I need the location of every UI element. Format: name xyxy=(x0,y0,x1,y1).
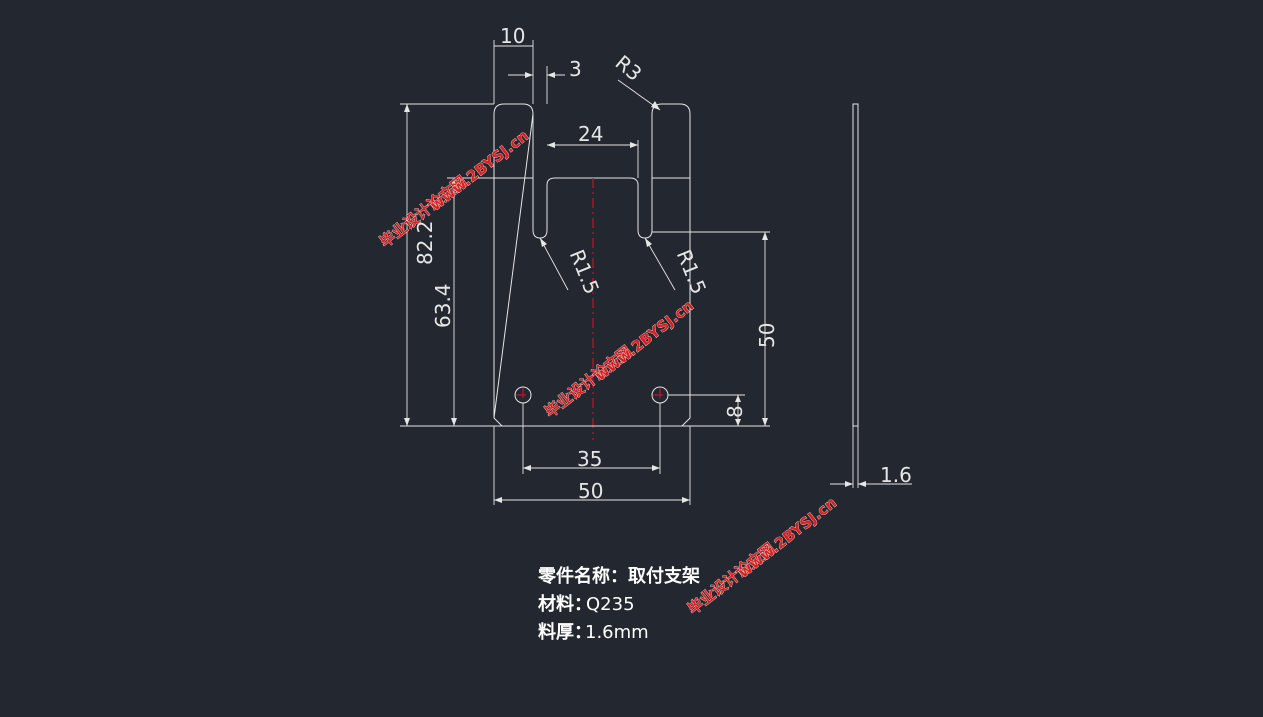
dim-hole-height: 50 xyxy=(755,323,779,348)
dim-hole-offset: 8 xyxy=(723,405,747,418)
dim-slot-radius-left: R1.5 xyxy=(565,246,604,297)
dim-total-width: 50 xyxy=(578,479,603,503)
side-view xyxy=(830,103,912,488)
dim-corner-radius: R3 xyxy=(611,50,647,85)
note-part-name-label: 零件名称： xyxy=(537,565,628,587)
dim-slot-width: 10 xyxy=(500,24,525,48)
svg-text:www.2BYSJ.cn: www.2BYSJ.cn xyxy=(591,297,697,385)
dim-hole-spacing: 35 xyxy=(577,447,602,471)
dim-inner-width: 24 xyxy=(578,122,603,146)
svg-text:www.2BYSJ.cn: www.2BYSJ.cn xyxy=(734,494,840,582)
dim-slot-radius-right: R1.5 xyxy=(672,246,711,297)
dim-thickness: 1.6 xyxy=(880,463,912,487)
note-thickness-label: 料厚： xyxy=(538,621,592,643)
watermark-3: 毕业设计论文网 www.2BYSJ.cn xyxy=(684,493,840,618)
note-material-value: Q235 xyxy=(586,594,635,615)
note-thickness-value: 1.6mm xyxy=(585,622,649,643)
dim-body-height: 63.4 xyxy=(431,283,455,328)
title-notes: 零件名称： 取付支架 材料： Q235 料厚： 1.6mm xyxy=(537,565,700,643)
dim-total-height: 82.2 xyxy=(413,220,437,265)
note-part-name-value: 取付支架 xyxy=(628,565,700,587)
dim-slot-gap: 3 xyxy=(569,57,582,81)
svg-text:www.2BYSJ.cn: www.2BYSJ.cn xyxy=(426,127,532,215)
note-material-label: 材料： xyxy=(538,593,592,615)
watermark-2: 毕业设计论文网 www.2BYSJ.cn xyxy=(541,296,697,421)
